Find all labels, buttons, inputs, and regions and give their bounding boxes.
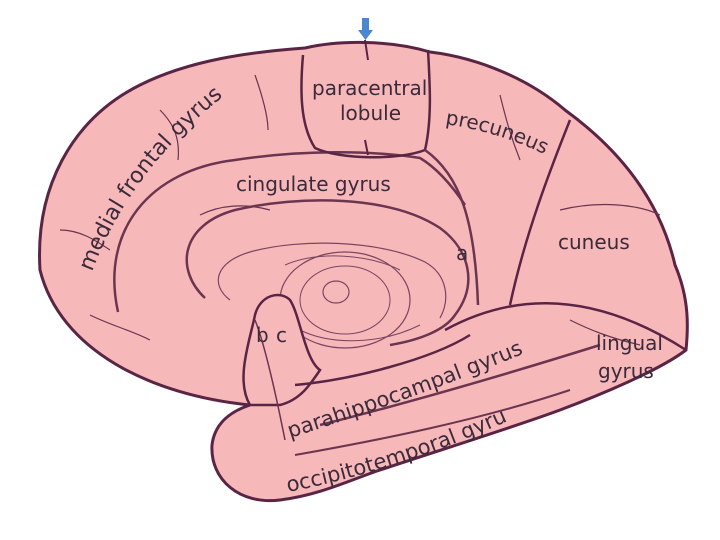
- label-a: a: [456, 241, 468, 265]
- precuneus-minor-sulcus: [499, 94, 521, 161]
- paracentral-lobule-outline: [300, 49, 432, 159]
- lingual-minor-sulcus: [569, 319, 641, 346]
- label-cuneus: cuneus: [558, 230, 630, 254]
- paracentral-notch: [364, 139, 369, 156]
- cingulate-minor-sulcus: [199, 205, 271, 216]
- label-cingulate-gyrus: cingulate gyrus: [236, 172, 391, 196]
- frontal-minor-sulcus-3: [159, 109, 180, 161]
- frontal-minor-sulcus-4: [254, 74, 269, 131]
- label-b: b: [256, 323, 269, 347]
- parahippocampal-upper: [294, 333, 471, 387]
- thalamus-inner: [299, 265, 391, 335]
- third-ventricle-line: [299, 324, 421, 342]
- callosal-sulcus: [185, 199, 470, 347]
- parieto-occipital-sulcus: [508, 119, 572, 306]
- brain-outline: [38, 40, 689, 503]
- down-arrow-icon: [358, 18, 373, 40]
- label-c: c: [276, 323, 287, 347]
- thalamus-nucleus: [322, 280, 350, 304]
- frontal-minor-sulcus-2: [89, 314, 151, 341]
- central-sulcus-mark: [364, 39, 369, 61]
- label-gyrus: gyrus: [598, 359, 654, 383]
- cingulate-sulcus: [113, 151, 467, 313]
- hippocampal-fold: [254, 319, 286, 441]
- collateral-sulcus: [319, 343, 601, 427]
- calcarine-sulcus: [444, 302, 687, 352]
- label-lingual: lingual: [596, 331, 663, 355]
- fornix-line: [284, 255, 401, 271]
- label-paracentral: paracentral: [312, 76, 427, 100]
- corpus-callosum: [217, 242, 447, 319]
- frontal-minor-sulcus-1: [59, 229, 111, 251]
- marginal-sulcus: [424, 148, 480, 306]
- occipitotemporal-sulcus: [294, 389, 571, 456]
- cuneus-minor-sulcus: [559, 203, 661, 216]
- label-lobule: lobule: [340, 101, 401, 125]
